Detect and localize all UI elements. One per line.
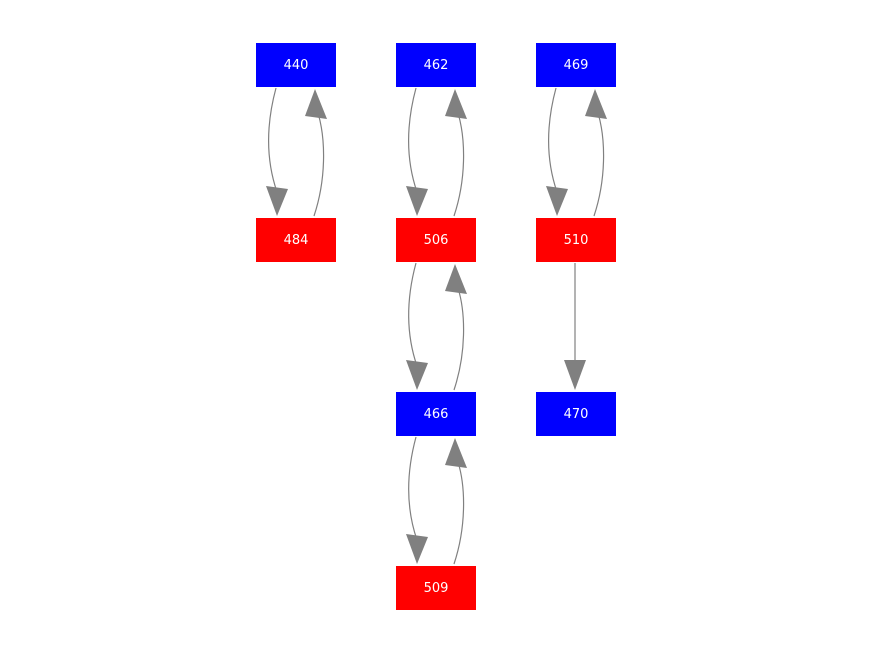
node-440[interactable]: 440	[256, 43, 336, 87]
node-label: 470	[563, 406, 589, 422]
edge-440-484	[266, 87, 288, 216]
node-466[interactable]: 466	[396, 392, 476, 436]
node-label: 440	[283, 57, 309, 73]
edge-506-466	[406, 262, 428, 390]
node-label: 462	[423, 57, 449, 73]
edge-466-509	[406, 436, 428, 564]
node-509[interactable]: 509	[396, 566, 476, 610]
node-510[interactable]: 510	[536, 218, 616, 262]
edge-469-510	[546, 87, 568, 216]
edge-462-506	[406, 87, 428, 216]
node-label: 484	[283, 232, 309, 248]
node-470[interactable]: 470	[536, 392, 616, 436]
node-506[interactable]: 506	[396, 218, 476, 262]
node-label: 466	[423, 406, 449, 422]
node-label: 469	[563, 57, 589, 73]
edge-506-462	[445, 89, 467, 217]
edge-466-506	[445, 264, 467, 391]
edge-510-469	[585, 89, 607, 217]
edge-484-440	[305, 89, 327, 217]
node-484[interactable]: 484	[256, 218, 336, 262]
node-label: 510	[563, 232, 589, 248]
edge-510-470	[564, 263, 586, 390]
edge-509-466	[445, 438, 467, 565]
node-label: 509	[423, 580, 449, 596]
node-label: 506	[423, 232, 449, 248]
node-462[interactable]: 462	[396, 43, 476, 87]
node-469[interactable]: 469	[536, 43, 616, 87]
